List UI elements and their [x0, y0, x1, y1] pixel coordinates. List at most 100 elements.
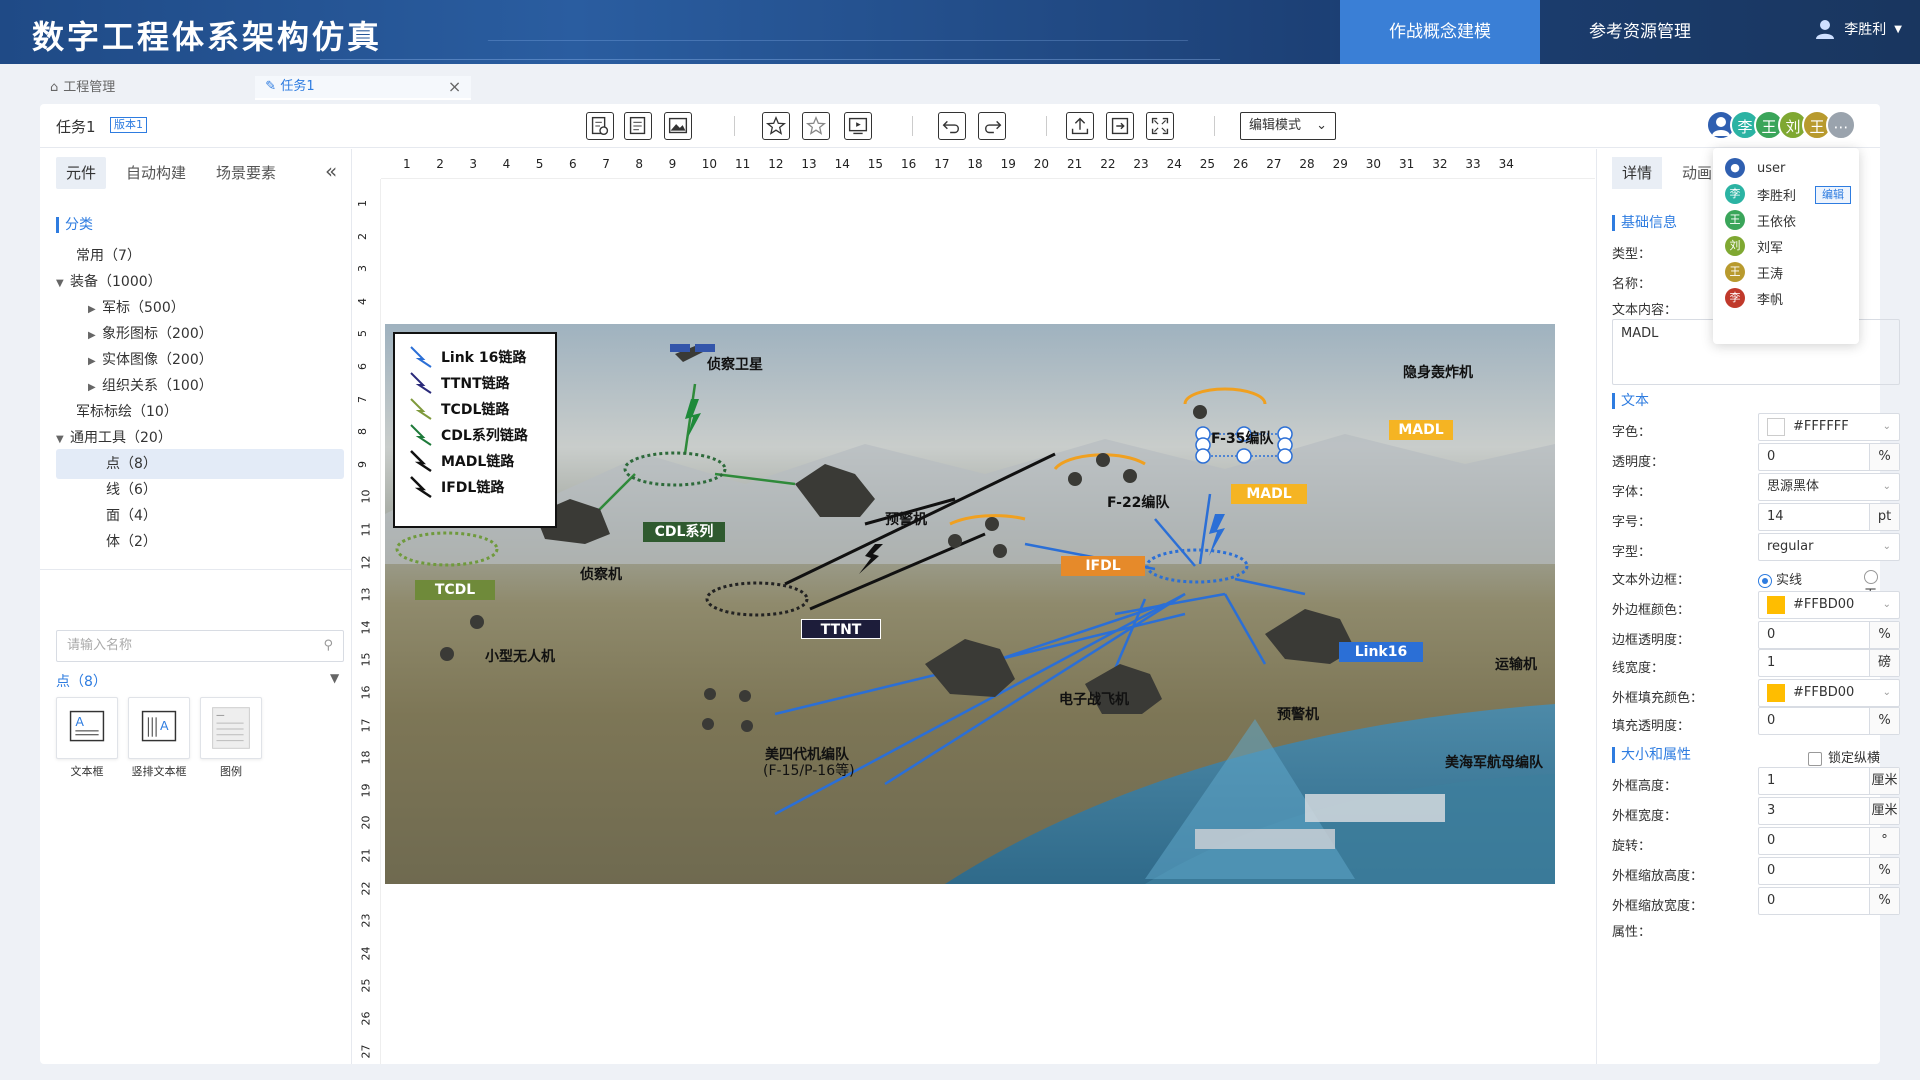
tree-item-pictogram[interactable]: ▶象形图标（200）	[88, 319, 213, 349]
scene-tag-ttnt[interactable]: TTNT	[801, 619, 881, 639]
more-avatars-button[interactable]: ⋯	[1826, 110, 1856, 140]
dropdown-user-name: 刘军	[1757, 240, 1784, 256]
tree-label: 线（6）	[106, 482, 157, 498]
rotate-input[interactable]: 0°	[1758, 827, 1900, 855]
fill-color-picker[interactable]: #FFBD00⌄	[1758, 679, 1900, 707]
scene-label-satellite[interactable]: 侦察卫星	[707, 357, 763, 373]
nav-tab-concept-modeling[interactable]: 作战概念建模	[1340, 0, 1540, 64]
border-solid-radio[interactable]: 实线	[1758, 569, 1802, 588]
ruler-tick-label: 27	[359, 1044, 373, 1059]
scene-label-bomber[interactable]: 隐身轰炸机	[1403, 365, 1473, 381]
tab-auto-build[interactable]: 自动构建	[126, 164, 187, 182]
collaborator-avatars[interactable]: 李 王 刘 王 ⋯	[1706, 110, 1856, 140]
link-legend[interactable]: Link 16链路 TTNT链路 TCDL链路 CDL系列链路 MADL链路 I…	[393, 332, 557, 528]
tab-components[interactable]: 元件	[56, 157, 107, 189]
scene-label-f22[interactable]: F-22编队	[1107, 495, 1170, 511]
dropdown-user-item[interactable]: 李 李帆	[1725, 286, 1783, 310]
scene-label-recon[interactable]: 侦察机	[580, 567, 622, 583]
font-select[interactable]: 思源黑体⌄	[1758, 473, 1900, 501]
tab-task1[interactable]: ✎ 任务1 ×	[255, 76, 472, 100]
undo-button[interactable]	[938, 112, 966, 140]
scene-label-ew[interactable]: 电子战飞机	[1059, 692, 1129, 708]
document-settings-button[interactable]	[586, 112, 614, 140]
image-button[interactable]	[664, 112, 692, 140]
scene-label-f35[interactable]: F-35编队	[1211, 431, 1274, 447]
scene-label-awacs-2[interactable]: 预警机	[1277, 707, 1319, 723]
scene-tag-cdl[interactable]: CDL系列	[643, 522, 725, 542]
caret-down-icon[interactable]: ▼	[330, 671, 340, 685]
scene-tag-ifdl[interactable]: IFDL	[1061, 556, 1145, 576]
dropdown-user-item[interactable]: ● user	[1725, 156, 1785, 180]
export-button[interactable]	[1066, 112, 1094, 140]
tree-item-solid[interactable]: 体（2）	[106, 527, 157, 557]
opacity-input[interactable]: 0%	[1758, 443, 1900, 471]
favorite-settings-button[interactable]	[762, 112, 790, 140]
dropdown-user-item[interactable]: 刘 刘军	[1725, 234, 1783, 258]
tree-item-common[interactable]: 常用（7）	[76, 241, 141, 271]
tree-item-general-tools[interactable]: ▼通用工具（20）	[56, 423, 172, 453]
dropdown-user-item[interactable]: 王 王涛	[1725, 260, 1783, 284]
tab-scene-elements[interactable]: 场景要素	[216, 164, 277, 182]
component-search-input[interactable]: 请输入名称 ⚲	[56, 630, 344, 662]
save-as-button[interactable]	[1106, 112, 1134, 140]
font-style-select[interactable]: regular⌄	[1758, 533, 1900, 561]
mode-select[interactable]: 编辑模式 ⌄	[1240, 112, 1336, 140]
point-group-header[interactable]: 点（8）	[56, 674, 107, 690]
close-icon[interactable]: ×	[447, 77, 462, 96]
chevron-down-icon: ⌄	[1882, 599, 1891, 610]
avatar[interactable]: 刘	[1778, 110, 1808, 140]
scale-height-input[interactable]: 0%	[1758, 857, 1900, 885]
tab-animation[interactable]: 动画	[1682, 164, 1713, 182]
basic-info-section: 基础信息	[1612, 215, 1677, 231]
tree-item-org-relation[interactable]: ▶组织关系（100）	[88, 371, 213, 401]
scene-tag-madl-selected[interactable]: MADL	[1389, 420, 1453, 440]
tab-details[interactable]: 详情	[1612, 157, 1663, 189]
fullscreen-button[interactable]	[1146, 112, 1174, 140]
scene-label-uav[interactable]: 小型无人机	[485, 649, 555, 665]
version-badge[interactable]: 版本1	[110, 117, 147, 133]
component-legend[interactable]: 图例	[200, 697, 262, 781]
tree-item-equipment[interactable]: ▼装备（1000）	[56, 267, 162, 297]
tree-item-symbol-plotting[interactable]: 军标标绘（10）	[76, 397, 178, 427]
fill-opacity-input[interactable]: 0%	[1758, 707, 1900, 735]
ruler-tick-label: 1	[356, 200, 369, 207]
preview-button[interactable]	[844, 112, 872, 140]
tree-item-surface[interactable]: 面（4）	[106, 501, 157, 531]
notes-button[interactable]	[624, 112, 652, 140]
user-menu-trigger[interactable]: 李胜利 ▼	[1814, 18, 1902, 40]
edit-permission-badge[interactable]: 编辑	[1815, 186, 1851, 204]
nav-tab-resource-management[interactable]: 参考资源管理	[1589, 22, 1691, 42]
tree-item-line[interactable]: 线（6）	[106, 475, 157, 505]
scene-tag-link16[interactable]: Link16	[1339, 642, 1423, 662]
scene-label-f4[interactable]: 美四代机编队	[765, 747, 849, 763]
header-decoration-line	[471, 40, 1189, 60]
border-color-picker[interactable]: #FFBD00⌄	[1758, 591, 1900, 619]
border-opacity-input[interactable]: 0%	[1758, 621, 1900, 649]
font-color-picker[interactable]: #FFFFFF⌄	[1758, 413, 1900, 441]
collapse-panel-icon[interactable]: «	[325, 159, 338, 183]
scene-label-transport[interactable]: 运输机	[1495, 657, 1537, 673]
scene-tag-madl[interactable]: MADL	[1231, 484, 1307, 504]
battle-scene-image[interactable]: Link 16链路 TTNT链路 TCDL链路 CDL系列链路 MADL链路 I…	[385, 324, 1555, 884]
tab-project-management[interactable]: ⌂ 工程管理	[40, 76, 125, 100]
scale-width-input[interactable]: 0%	[1758, 887, 1900, 915]
favorite-add-button[interactable]	[802, 112, 830, 140]
tree-item-point[interactable]: 点（8）	[56, 449, 344, 479]
scene-label-f4-sub[interactable]: (F-15/P-16等)	[763, 763, 855, 779]
scene-tag-tcdl[interactable]: TCDL	[415, 580, 495, 600]
component-textbox[interactable]: A 文本框	[56, 697, 118, 781]
scene-label-awacs-1[interactable]: 预警机	[885, 512, 927, 528]
scene-label-carrier[interactable]: 美海军航母编队	[1445, 755, 1543, 771]
ruler-tick-label: 7	[356, 395, 369, 403]
component-vertical-textbox[interactable]: A 竖排文本框	[128, 697, 190, 781]
tree-item-entity-image[interactable]: ▶实体图像（200）	[88, 345, 213, 375]
dropdown-user-item[interactable]: 李 李胜利	[1725, 182, 1796, 206]
tree-item-military-symbol[interactable]: ▶军标（500）	[88, 293, 185, 323]
dropdown-user-item[interactable]: 王 王依依	[1725, 208, 1796, 232]
redo-button[interactable]	[978, 112, 1006, 140]
